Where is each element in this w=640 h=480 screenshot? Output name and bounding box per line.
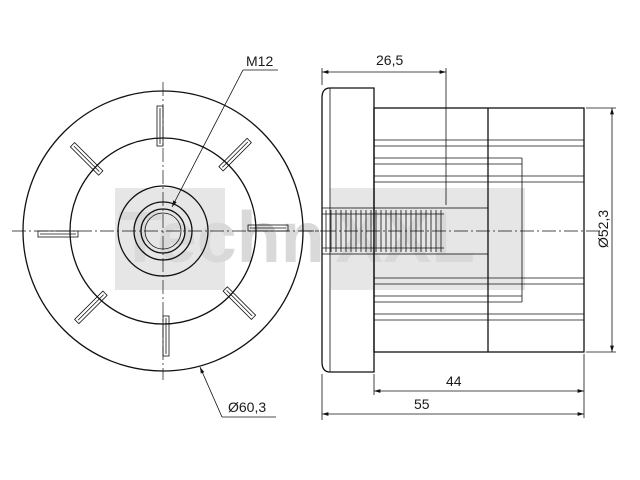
- thread-offset-dimension: 26,5: [321, 52, 447, 205]
- insert-length-label: 44: [446, 373, 462, 389]
- watermark: Techn XXL: [115, 188, 525, 290]
- insert-body: [373, 107, 585, 353]
- watermark-block-right: [330, 188, 525, 290]
- body-diameter-dimension: Ø52,3: [586, 107, 616, 353]
- body-diameter-label: Ø52,3: [595, 210, 611, 248]
- front-view: [12, 82, 322, 380]
- outer-diameter-label: Ø60,3: [228, 399, 266, 415]
- side-view: [300, 87, 604, 373]
- watermark-block-left: [115, 188, 225, 290]
- watermark-text-left: Techn: [118, 198, 325, 278]
- insert-length-dimension: 44: [373, 354, 585, 418]
- total-length-label: 55: [414, 396, 430, 412]
- outer-diameter-callout: Ø60,3: [199, 366, 276, 418]
- watermark-text-right: XXL: [335, 198, 475, 278]
- thread-offset-label: 26,5: [376, 52, 403, 68]
- thread-label: M12: [246, 53, 273, 69]
- total-length-dimension: 55: [321, 374, 584, 420]
- thread-callout: M12: [171, 53, 278, 208]
